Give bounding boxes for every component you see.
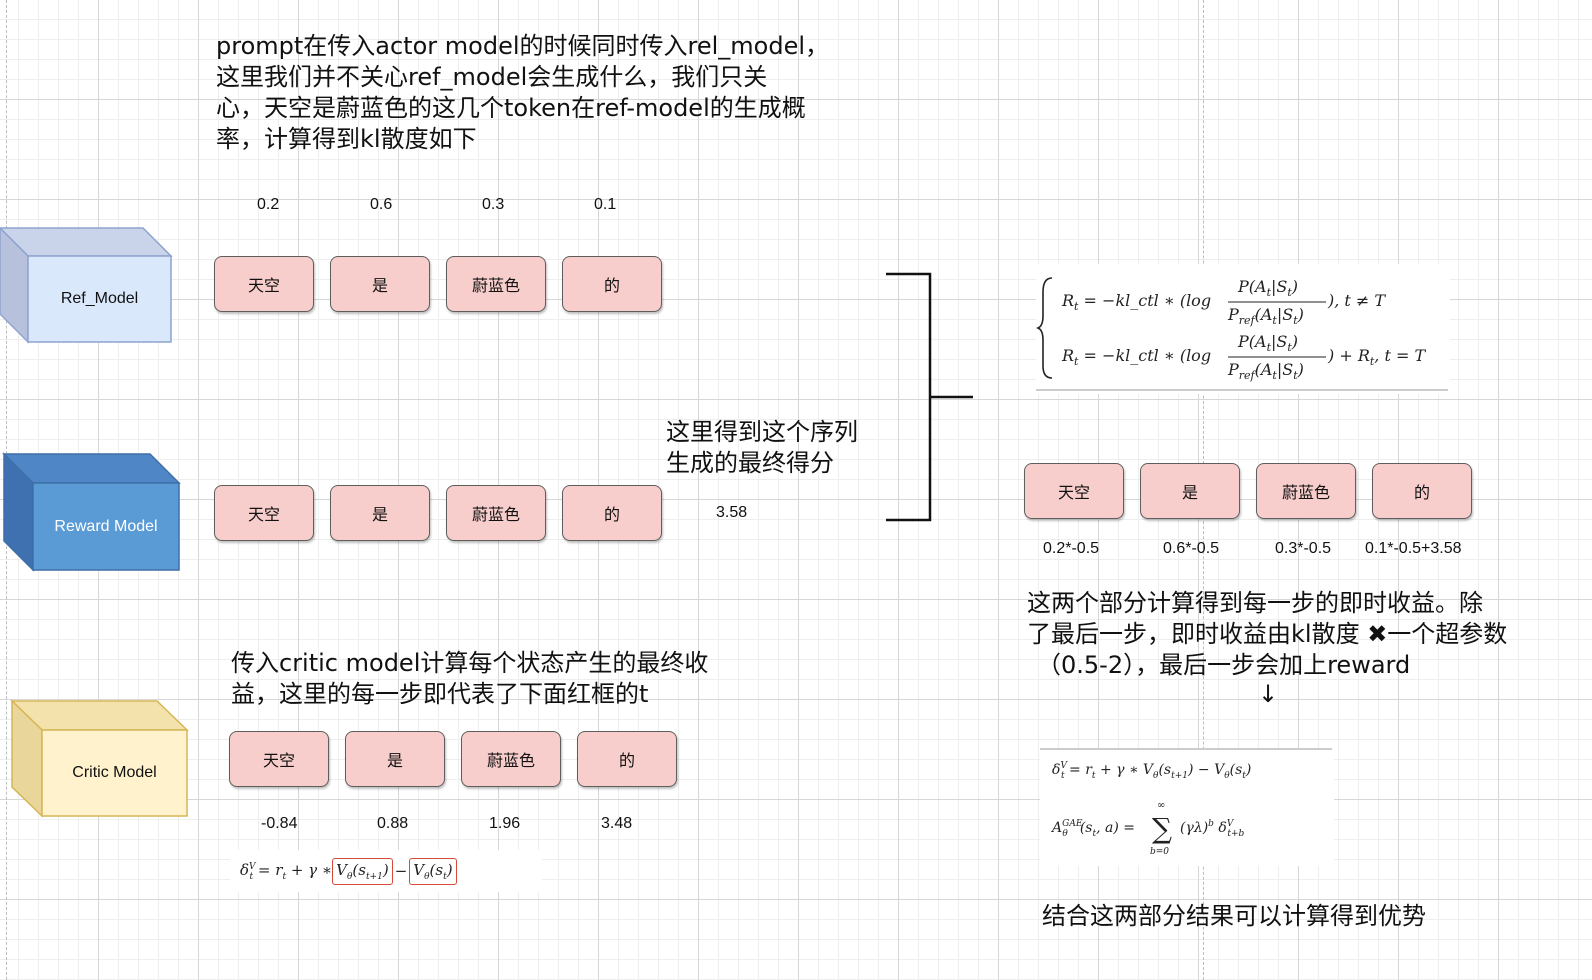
critic-value-1: 0.88 [377, 815, 409, 832]
reward-calc-2: 0.3*-0.5 [1275, 540, 1332, 557]
note-line: 了最后一步，即时收益由kl散度 ✖一个超参数 [1027, 620, 1508, 648]
calc-token-0[interactable]: 天空 [1024, 463, 1124, 519]
bracket-connector [886, 272, 973, 522]
reward-model-label: Reward Model [54, 517, 158, 535]
svg-text:Rt = −kl_ctl ∗ (log: Rt = −kl_ctl ∗ (log [1061, 291, 1211, 313]
note-line: 这两个部分计算得到每一步的即时收益。除 [1027, 589, 1483, 617]
ref-token-3[interactable]: 的 [562, 256, 662, 312]
note-line: （0.5-2），最后一步会加上reward [1037, 651, 1411, 679]
svg-text:P(At|St): P(At|St) [1237, 277, 1298, 299]
reward-token-1[interactable]: 是 [330, 485, 430, 541]
calc-token-1[interactable]: 是 [1140, 463, 1240, 519]
reward-calc-0: 0.2*-0.5 [1043, 540, 1100, 557]
critic-token-2[interactable]: 蔚蓝色 [461, 731, 561, 787]
note-advantage: 结合这两部分结果可以计算得到优势 [1042, 902, 1426, 930]
critic-value-0: -0.84 [261, 815, 298, 832]
svg-text:Pref(At|St): Pref(At|St) [1227, 305, 1304, 327]
svg-text:Pref(At|St): Pref(At|St) [1227, 360, 1304, 382]
reward-token-3[interactable]: 的 [562, 485, 662, 541]
critic-model-label: Critic Model [72, 764, 157, 781]
note-line: 益，这里的每一步即代表了下面红框的t [231, 680, 649, 708]
svg-text:b=0: b=0 [1150, 847, 1169, 857]
critic-value-2: 1.96 [489, 815, 521, 832]
reward-calc-3: 0.1*-0.5+3.58 [1365, 540, 1462, 557]
svg-text:), t ≠ T: ), t ≠ T [1327, 291, 1386, 310]
svg-text:∞: ∞ [1157, 800, 1165, 811]
critic-token-3[interactable]: 的 [577, 731, 677, 787]
reward-token-2[interactable]: 蔚蓝色 [446, 485, 546, 541]
calc-token-2[interactable]: 蔚蓝色 [1256, 463, 1356, 519]
critic-value-3: 3.48 [601, 815, 633, 832]
critic-model-cube[interactable] [10, 698, 190, 822]
ref-prob-0: 0.2 [257, 196, 280, 213]
reward-formula: Rt = −kl_ctl ∗ (log P(At|St) Pref(At|St)… [1036, 264, 1450, 394]
note-final-score: 这里得到这个序列 生成的最终得分 [666, 417, 906, 479]
note-line: prompt在传入actor model的时候同时传入rel_model， [216, 32, 830, 60]
reward-model-cube[interactable] [2, 452, 182, 574]
critic-token-1[interactable]: 是 [345, 731, 445, 787]
note-immediate-reward: 这两个部分计算得到每一步的即时收益。除 了最后一步，即时收益由kl散度 ✖一个超… [1027, 588, 1567, 681]
note-line: 这里得到这个序列 [666, 418, 858, 446]
down-arrow-icon: ↓ [1258, 680, 1279, 708]
reward-token-0[interactable]: 天空 [214, 485, 314, 541]
note-line: 生成的最终得分 [666, 449, 834, 477]
td-error-formula: δVt = rt + γ ∗ Vθ(st+1) − Vθ(st) [230, 850, 542, 892]
note-line: 心，天空是蔚蓝色的这几个token在ref-model的生成概 [216, 94, 806, 122]
ref-token-1[interactable]: 是 [330, 256, 430, 312]
svg-text:∑: ∑ [1152, 812, 1172, 845]
calc-token-3[interactable]: 的 [1372, 463, 1472, 519]
svg-text:) + Rt, t = T: ) + Rt, t = T [1327, 346, 1426, 368]
svg-text:δVt = rt + γ ∗ Vθ(st+1) − Vθ(s: δVt = rt + γ ∗ Vθ(st+1) − Vθ(st) [1052, 761, 1251, 781]
ref-token-0[interactable]: 天空 [214, 256, 314, 312]
reward-score: 3.58 [716, 504, 748, 521]
note-line: 这里我们并不关心ref_model会生成什么，我们只关 [216, 63, 768, 91]
v-state-box: Vθ(st) [409, 857, 457, 885]
svg-text:P(At|St): P(At|St) [1237, 332, 1298, 354]
ref-model-cube[interactable] [0, 224, 176, 346]
reward-calc-1: 0.6*-0.5 [1163, 540, 1220, 557]
critic-token-0[interactable]: 天空 [229, 731, 329, 787]
ref-prob-3: 0.1 [594, 196, 617, 213]
note-critic: 传入critic model计算每个状态产生的最终收 益，这里的每一步即代表了下… [231, 648, 791, 710]
note-line: 传入critic model计算每个状态产生的最终收 [231, 649, 709, 677]
svg-text:Rt = −kl_ctl ∗ (log: Rt = −kl_ctl ∗ (log [1061, 346, 1211, 368]
ref-model-label: Ref_Model [60, 290, 139, 307]
note-kl-divergence: prompt在传入actor model的时候同时传入rel_model， 这里… [216, 31, 856, 155]
note-line: 率，计算得到kl散度如下 [216, 125, 477, 153]
ref-token-2[interactable]: 蔚蓝色 [446, 256, 546, 312]
ref-prob-2: 0.3 [482, 196, 505, 213]
ref-prob-1: 0.6 [370, 196, 393, 213]
v-next-state-box: Vθ(st+1) [332, 857, 393, 885]
